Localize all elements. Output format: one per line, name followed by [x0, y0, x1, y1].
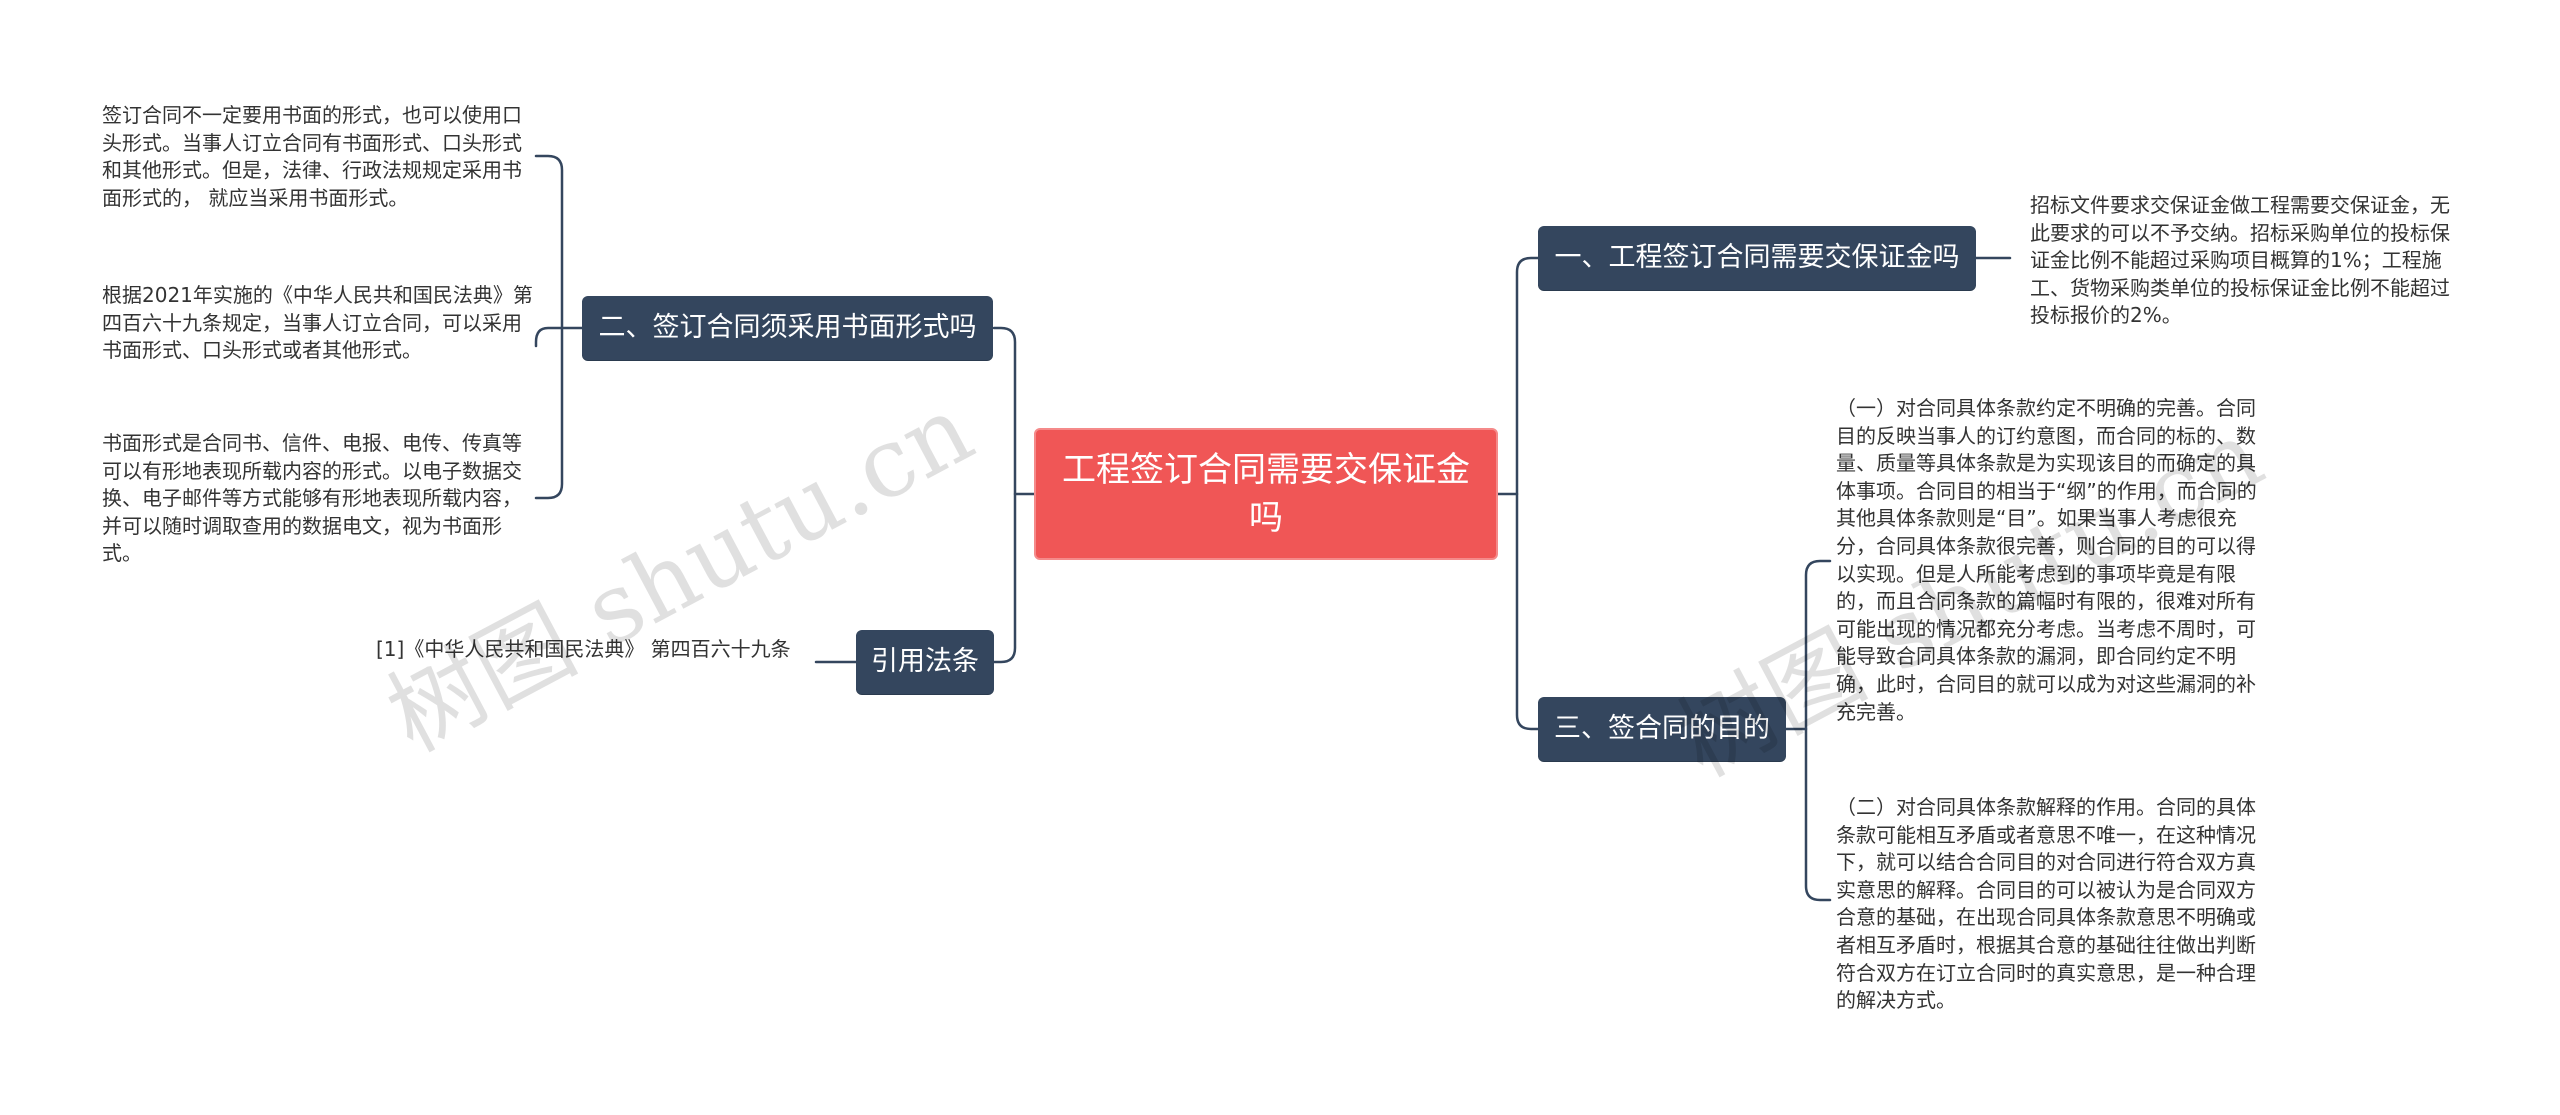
leaf-written-form-2: 根据2021年实施的《中华人民共和国民法典》第四百六十九条规定，当事人订立合同，… — [102, 283, 533, 363]
branch-cited-law-label: 引用法条 — [871, 646, 979, 677]
leaf-purpose-2: （二）对合同具体条款解释的作用。合同的具体条款可能相互矛盾或者意思不唯一，在这种… — [1836, 795, 2256, 1013]
branch-contract-purpose-label: 三、签合同的目的 — [1554, 713, 1770, 744]
leaf-purpose-1: （一）对合同具体条款约定不明确的完善。合同目的反映当事人的订约意图，而合同的标的… — [1836, 396, 2257, 724]
branch-deposit[interactable]: 一、工程签订合同需要交保证金吗 — [1538, 226, 1976, 290]
branch-written-form-label: 二、签订合同须采用书面形式吗 — [598, 312, 977, 343]
link-left-trunk — [992, 326, 1017, 664]
leaf-cited-law: [1]《中华人民共和国民法典》 第四百六十九条 — [376, 637, 791, 661]
link-right-trunk — [1515, 256, 1540, 731]
branch-cited-law[interactable]: 引用法条 — [856, 630, 994, 694]
leaf-deposit: 招标文件要求交保证金做工程需要交保证金，无此要求的可以不予交纳。招标采购单位的投… — [2030, 193, 2450, 328]
branch-contract-purpose[interactable]: 三、签合同的目的 — [1538, 697, 1786, 761]
leaf-written-form-3: 书面形式是合同书、信件、电报、电传、传真等可以有形地表现所载内容的形式。以电子数… — [102, 431, 522, 566]
link-branch1-bracket — [534, 154, 564, 500]
leaf-written-form-1: 签订合同不一定要用书面的形式，也可以使用口头形式。当事人订立合同有书面形式、口头… — [102, 103, 522, 210]
central-topic[interactable]: 工程签订合同需要交保证金吗 — [1034, 428, 1498, 560]
branch-deposit-label: 一、工程签订合同需要交保证金吗 — [1554, 242, 1960, 273]
branch-written-form[interactable]: 二、签订合同须采用书面形式吗 — [582, 296, 993, 360]
link-branch4-bracket — [1804, 559, 1832, 902]
central-topic-label: 工程签订合同需要交保证金吗 — [1062, 450, 1470, 538]
